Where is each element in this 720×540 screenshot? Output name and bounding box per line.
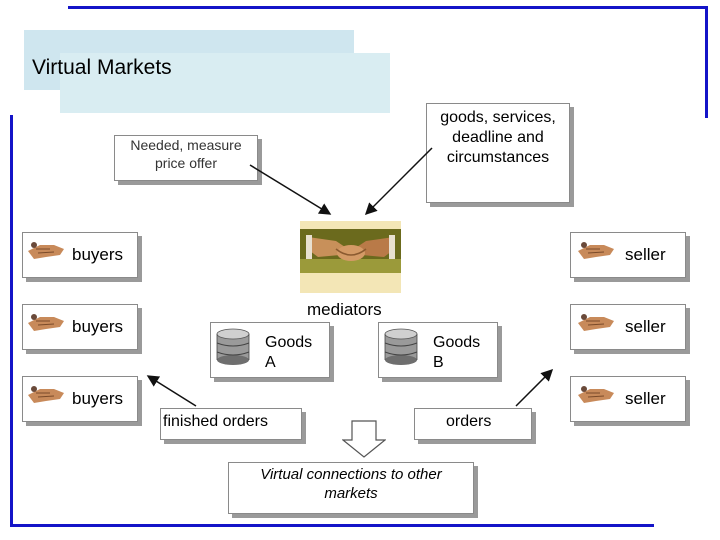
- buyers-label-2: buyers: [72, 317, 124, 336]
- goods-line-1: goods, services,: [440, 109, 556, 126]
- seller-label-2: seller: [625, 317, 666, 336]
- finished-orders-box: [160, 408, 302, 440]
- hand-icon: [578, 242, 614, 259]
- orders-label: orders: [446, 413, 492, 430]
- handshake-image: [300, 221, 401, 293]
- hand-icon: [28, 314, 64, 331]
- buyers-label-1: buyers: [72, 245, 124, 264]
- needed-line-2: price offer: [155, 154, 217, 171]
- hand-icon: [578, 386, 614, 403]
- goods-line-3: circumstances: [446, 149, 550, 166]
- virtual-line-1: Virtual connections to other: [260, 466, 442, 483]
- buyers-label-3: buyers: [72, 389, 124, 408]
- virtual-connections-text: Virtual connections to other markets: [228, 466, 474, 504]
- arrow-goods-to-handshake: [364, 147, 433, 216]
- arrow-needed-to-handshake: [249, 164, 332, 215]
- arrow-orders-to-seller: [515, 368, 554, 407]
- goods-line-2: deadline and: [452, 129, 544, 146]
- bottom-rule: [10, 524, 654, 527]
- needed-price-box: [114, 135, 258, 181]
- hand-icon: [28, 386, 64, 403]
- left-rule: [10, 115, 13, 525]
- seller-label-3: seller: [625, 389, 666, 408]
- hand-icon: [28, 242, 64, 259]
- goods-services-text: goods, services, deadline and circumstan…: [426, 108, 570, 168]
- hand-icon: [578, 314, 614, 331]
- top-rule: [68, 6, 708, 9]
- needed-price-text: Needed, measure price offer: [114, 137, 258, 172]
- right-rule: [705, 6, 708, 118]
- virtual-line-2: markets: [324, 484, 378, 502]
- handshake-icon: [300, 229, 401, 273]
- seller-box-2: [570, 304, 686, 350]
- seller-label-1: seller: [625, 245, 666, 264]
- database-icon: [384, 328, 418, 365]
- orders-box: [414, 408, 532, 440]
- database-icon: [216, 328, 250, 365]
- down-arrow-icon: [342, 420, 386, 458]
- goods-a-line-1: Goods: [265, 334, 313, 351]
- arrow-finished-to-buyers: [146, 375, 197, 407]
- mediators-label: mediators: [307, 300, 382, 319]
- goods-a-line-2: A: [265, 354, 276, 371]
- title-backdrop-2: [60, 53, 390, 113]
- goods-b-line-1: Goods: [433, 334, 481, 351]
- finished-orders-label: finished orders: [163, 413, 268, 430]
- slide-title: Virtual Markets: [32, 56, 172, 79]
- goods-b-line-2: B: [433, 354, 444, 371]
- virtual-connections-box: [228, 462, 474, 514]
- needed-line-1: Needed, measure: [130, 137, 242, 153]
- goods-services-box: [426, 103, 570, 203]
